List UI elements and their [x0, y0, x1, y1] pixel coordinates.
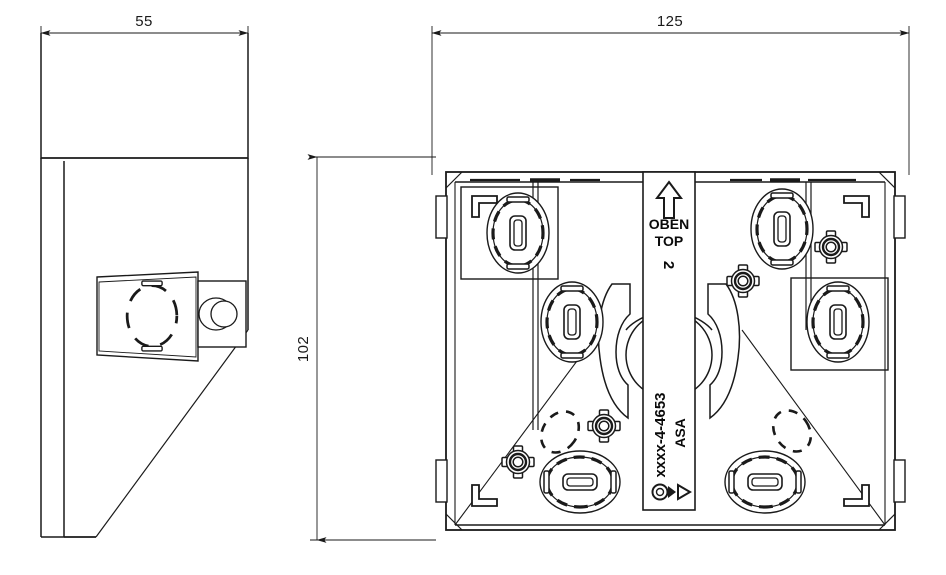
dimension-125-label: 125 — [657, 13, 683, 30]
oval-socket-bottom-right — [723, 449, 807, 515]
corner-brackets — [471, 195, 870, 507]
brand-label: ASA — [672, 418, 688, 448]
edge-tab-left-bottom — [435, 459, 448, 503]
oval-socket-mid-left — [539, 280, 605, 364]
orientation-label-en: TOP — [655, 233, 684, 249]
oval-socket-mid-right — [805, 280, 871, 364]
side-view-group: 55 — [40, 13, 249, 538]
oval-socket-top-left — [485, 191, 551, 275]
dimension-125: 125 — [431, 13, 910, 175]
first-angle-projection-icon — [651, 483, 692, 501]
up-arrow-icon — [655, 180, 683, 219]
dimension-55-label: 55 — [135, 13, 153, 30]
side-view-body — [40, 33, 249, 538]
orientation-number: 2 — [660, 261, 677, 269]
dimension-102: 102 — [295, 154, 436, 543]
edge-tabs — [435, 195, 906, 503]
dimension-102-label: 102 — [295, 336, 312, 362]
corner-bracket-bottom-left — [471, 484, 498, 507]
oval-socket-bottom-left — [538, 449, 622, 515]
dimension-55: 55 — [40, 13, 249, 160]
edge-tab-left-top — [435, 195, 448, 239]
detail-box-top-left — [460, 186, 559, 280]
edge-tab-right-bottom — [893, 459, 906, 503]
front-view-group: 125 102 — [295, 13, 910, 543]
oval-socket-top-right — [749, 187, 815, 271]
orientation-label-de: OBEN — [649, 216, 689, 232]
edge-tab-right-top — [893, 195, 906, 239]
corner-bracket-top-right — [843, 195, 870, 218]
detail-box-right — [790, 277, 889, 371]
side-view-lock-body — [96, 271, 247, 362]
center-label-strip: OBEN TOP 2 xxxx-4-4653 ASA — [642, 171, 696, 511]
corner-bracket-bottom-right — [843, 484, 870, 507]
part-number-label: xxxx-4-4653 — [652, 392, 669, 477]
